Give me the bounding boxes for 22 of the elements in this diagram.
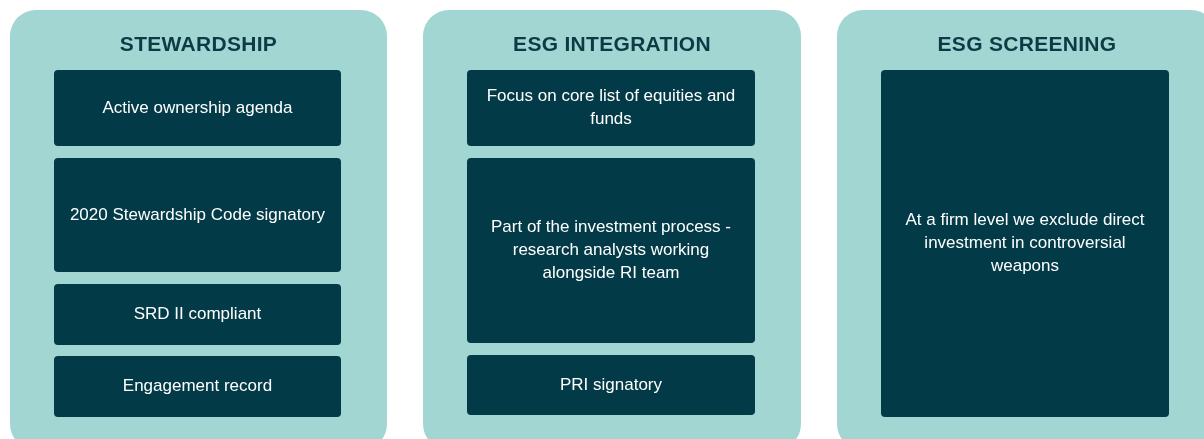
card-text: Focus on core list of equities and funds [485,85,737,130]
category-panel [10,10,387,439]
card-text: Engagement record [121,375,274,398]
item-card [467,158,755,343]
category-panel [837,10,1204,439]
panel-heading: STEWARDSHIP [118,32,279,56]
item-card [54,70,341,146]
card-text: PRI signatory [558,373,663,396]
panel-heading: ESG SCREENING [936,32,1118,56]
item-card [54,284,341,345]
card-text: Part of the investment process - research analysts working alongside RI team [490,216,732,284]
item-card [467,355,755,415]
item-card [54,356,341,417]
card-text: Active ownership agenda [101,96,294,119]
card-text: 2020 Stewardship Code signatory [68,203,327,226]
category-panel [423,10,801,439]
item-card [54,158,341,272]
item-card [467,70,755,146]
panel-heading: ESG INTEGRATION [512,32,712,56]
card-text: SRD II compliant [132,303,263,326]
card-text: At a firm level we exclude direct investment in controversial weapons [904,209,1146,277]
item-card [881,70,1169,417]
